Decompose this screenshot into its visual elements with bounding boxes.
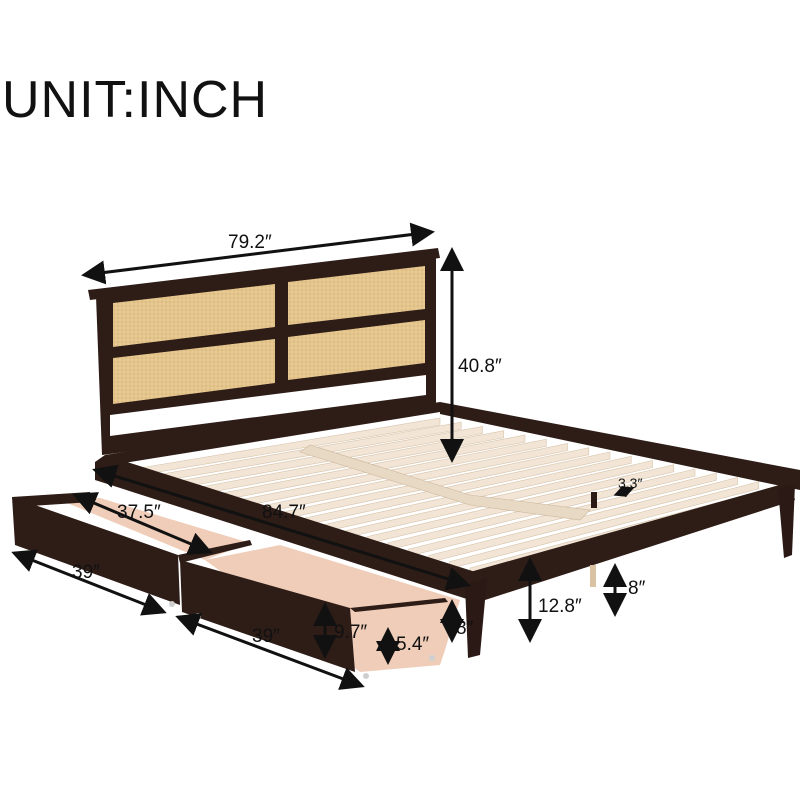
- rattan-panel-bottom-left: [113, 339, 275, 404]
- drawer1-length-label: 39″: [72, 562, 100, 583]
- drawer-inner-depth-label: 5.4″: [396, 634, 429, 655]
- rattan-panel-top-left: [113, 284, 275, 347]
- drawer-right-wheel: [195, 613, 201, 619]
- slat-gap-arrow: [613, 485, 635, 498]
- unit-title: UNIT:INCH: [2, 71, 269, 129]
- dimension-arrows: [11, 222, 635, 690]
- right-side-rail: [440, 402, 800, 490]
- front-leg: [465, 578, 487, 658]
- drawer-inner-arrow: [72, 492, 213, 555]
- drawer-right-wheel-2: [363, 673, 369, 679]
- drawer-left-wheel: [27, 550, 33, 556]
- center-leg: [590, 565, 596, 587]
- drawer-right-wheel-3: [429, 655, 435, 661]
- drawer-height-label: 9.7″: [334, 622, 367, 643]
- drawer1-length-arrow: [11, 549, 167, 616]
- back-leg: [591, 492, 597, 508]
- slat-gap-label: 3.3″: [618, 475, 642, 491]
- drawer-right-side: [350, 598, 448, 612]
- headboard-width-arrow: [81, 222, 435, 285]
- underbed-clearance-label: 12.8″: [538, 596, 582, 617]
- rattan-panel-bottom-right: [288, 320, 425, 380]
- drawer2-length-label: 39″: [252, 626, 280, 647]
- headboard-height-label: 40.8″: [458, 356, 502, 377]
- drawer2-length-arrow: [175, 613, 365, 690]
- bed-length-label: 84.7″: [262, 502, 306, 523]
- right-leg: [778, 484, 795, 558]
- foot-rail: [470, 482, 795, 600]
- dimension-labels: 79.2″ 40.8″ 84.7″ 3.3″ 37.5″ 39″ 39″ 9.7…: [72, 232, 646, 655]
- leg-height-label: 8″: [628, 578, 646, 599]
- bed-length-arrow: [92, 464, 471, 591]
- headboard-width-label: 79.2″: [228, 232, 272, 253]
- drawer-inner-length-label: 37.5″: [117, 502, 161, 523]
- drawer-left-wheel-2: [169, 601, 175, 607]
- drawer-side-label: 8″: [456, 618, 474, 639]
- drawer-left-back: [12, 492, 92, 507]
- headboard: [88, 248, 440, 455]
- headboard-opening: [110, 375, 426, 436]
